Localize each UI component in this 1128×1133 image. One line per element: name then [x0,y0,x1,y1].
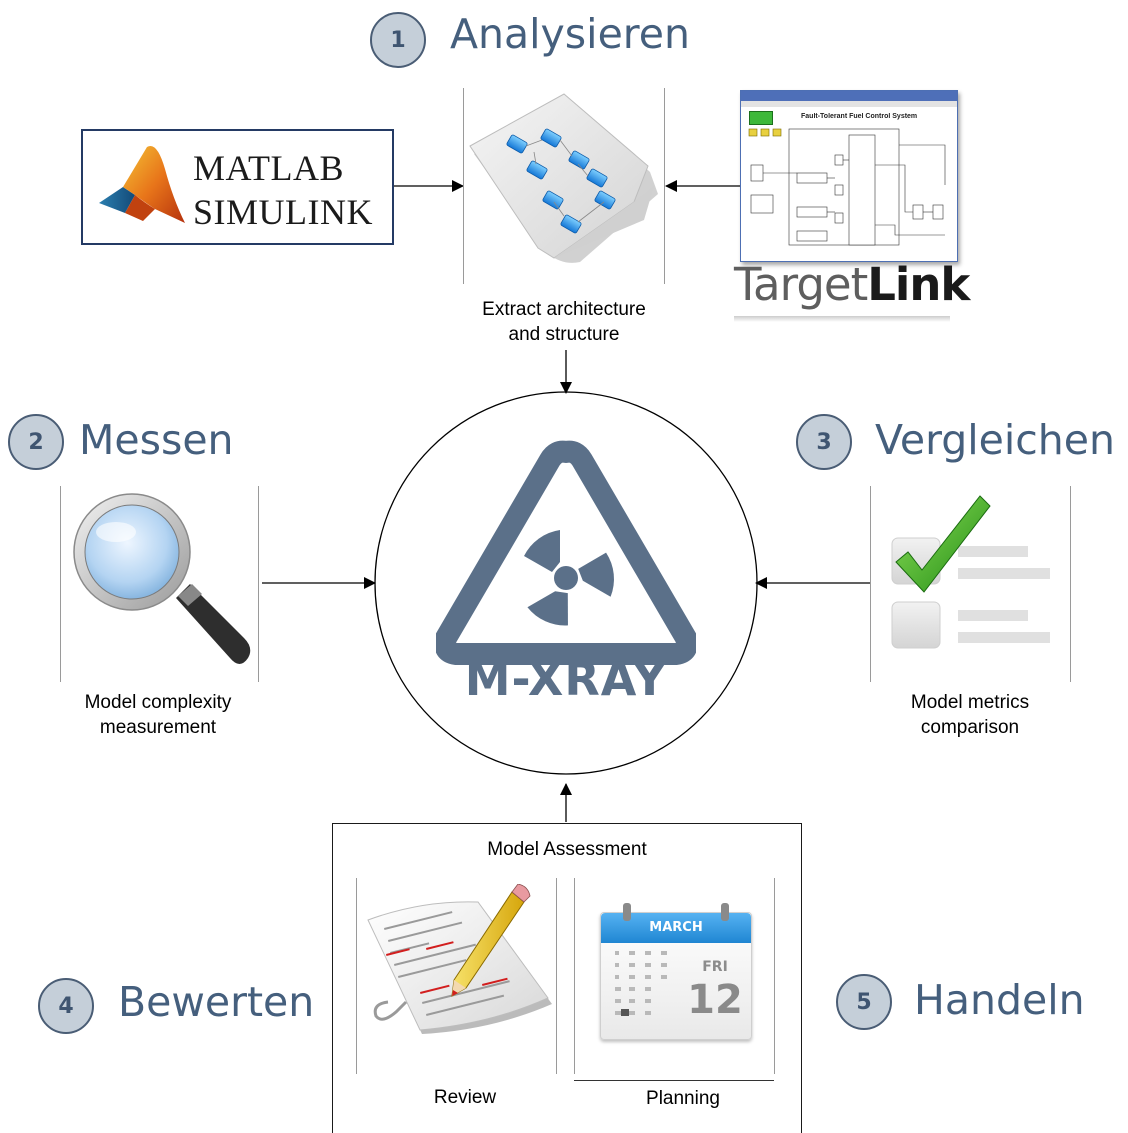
matlab-simulink-logo: MATLAB SIMULINK [81,129,394,245]
targetlink-word-target: Target [734,258,868,311]
compare-caption-line2: comparison [920,717,1020,738]
assessment-title: Model Assessment [487,839,647,860]
checklist-icon [891,495,1050,649]
screenshot-green-block [749,111,773,125]
architecture-blocks-icon [469,93,658,263]
matlab-word: MATLAB [193,148,345,188]
extract-caption-line2: and structure [508,324,620,345]
calendar-day: FRI [702,959,728,975]
targetlink-screenshot: Fault-Tolerant Fuel Control System [740,90,958,262]
screenshot-titlebar [741,91,957,101]
calendar-ring-left [623,903,631,921]
step-title-messen: Messen [79,416,234,464]
simulink-word: SIMULINK [193,192,373,232]
step-badge-5: 5 [836,974,892,1030]
measure-right-divider [258,486,259,682]
planning-label: Planning [646,1088,720,1109]
step-badge-4: 4 [38,978,94,1034]
targetlink-reflection [734,316,950,322]
calendar-date: 12 [687,977,743,1023]
targetlink-word-link: Link [867,258,970,311]
extract-right-divider [664,88,665,284]
review-label: Review [433,1087,497,1108]
step-badge-2: 2 [8,414,64,470]
compare-caption-line1: Model metrics [910,692,1030,713]
extract-left-divider [463,88,464,284]
measure-caption-line2: measurement [99,717,217,738]
screenshot-toolbar [741,101,957,107]
planning-right-divider [774,878,775,1074]
review-right-divider [556,878,557,1074]
planning-underline [574,1080,774,1081]
step-title-bewerten: Bewerten [118,978,315,1026]
mxray-logo-icon [436,440,696,665]
matlab-membrane-icon [99,145,185,223]
calendar-grid-icon [615,951,667,1016]
measure-left-divider [60,486,61,682]
targetlink-logo: TargetLink [734,262,970,307]
calendar-icon: MARCH FRI 12 [600,903,752,1040]
step-title-vergleichen: Vergleichen [875,416,1115,464]
mxray-circle [374,391,758,775]
mxray-logo-text: M-XRAY [464,652,668,706]
planning-left-divider [574,878,575,1074]
measure-caption-line1: Model complexity [84,692,232,713]
review-document-icon [367,884,552,1034]
step-title-handeln: Handeln [914,976,1085,1024]
screenshot-title: Fault-Tolerant Fuel Control System [801,113,918,120]
calendar-ring-right [721,903,729,921]
magnifier-icon [73,493,251,664]
step-badge-3: 3 [796,414,852,470]
compare-right-divider [1070,486,1071,682]
review-left-divider [356,878,357,1074]
step-badge-1: 1 [370,12,426,68]
step-title-analysieren: Analysieren [450,10,690,58]
screenshot-diagram-icon [748,128,946,246]
model-assessment-box: Model Assessment [332,823,802,1133]
extract-caption-line1: Extract architecture [482,299,646,320]
compare-left-divider [870,486,871,682]
